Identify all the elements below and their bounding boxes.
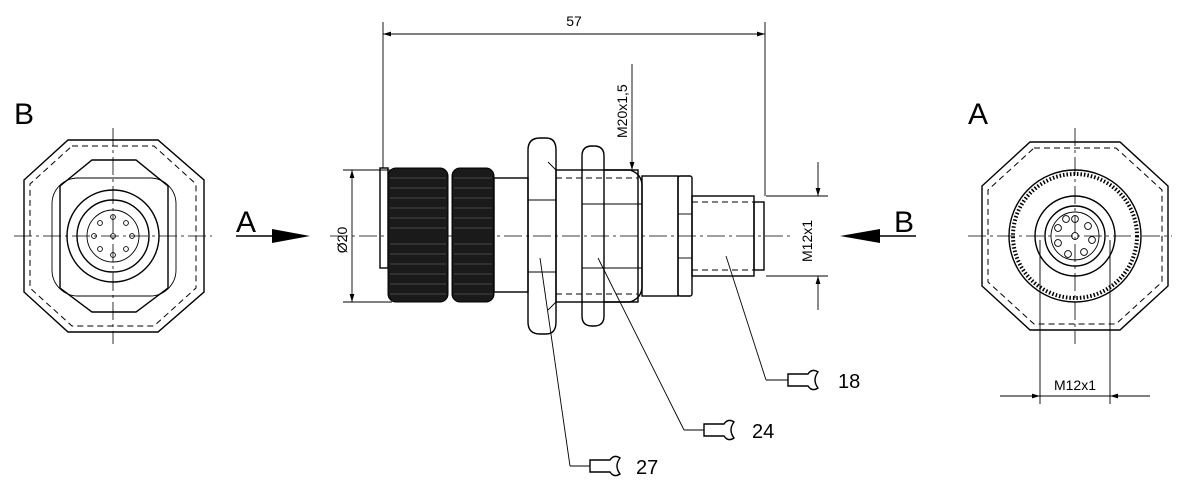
view-arrow-a: A <box>236 206 310 243</box>
dim-overall-length: 57 <box>566 13 582 29</box>
dim-thread-end: M12x1 <box>799 220 815 262</box>
dim-diameter: Ø20 <box>334 227 350 254</box>
arrow-a-label: A <box>236 206 256 239</box>
dim-thread-view-a: M12x1 <box>1054 377 1096 393</box>
view-b-end-view: B <box>14 98 212 344</box>
view-a-end-view: A M12x1 <box>968 98 1172 404</box>
wrench-icon-24 <box>703 419 736 441</box>
side-view: 57 Ø20 <box>330 13 860 479</box>
wrench-icon-18 <box>787 369 820 391</box>
view-a-label: A <box>968 98 988 131</box>
wrench-size-24: 24 <box>752 421 774 443</box>
wrench-icon-27 <box>589 455 622 477</box>
wrench-size-27: 27 <box>636 457 658 479</box>
knurl-ring-front <box>387 167 449 303</box>
arrow-b-label: B <box>894 206 914 239</box>
dim-thread-body: M20x1,5 <box>614 84 630 138</box>
view-b-label: B <box>14 98 34 131</box>
wrench-size-18: 18 <box>838 371 860 393</box>
view-arrow-b: B <box>840 206 916 243</box>
